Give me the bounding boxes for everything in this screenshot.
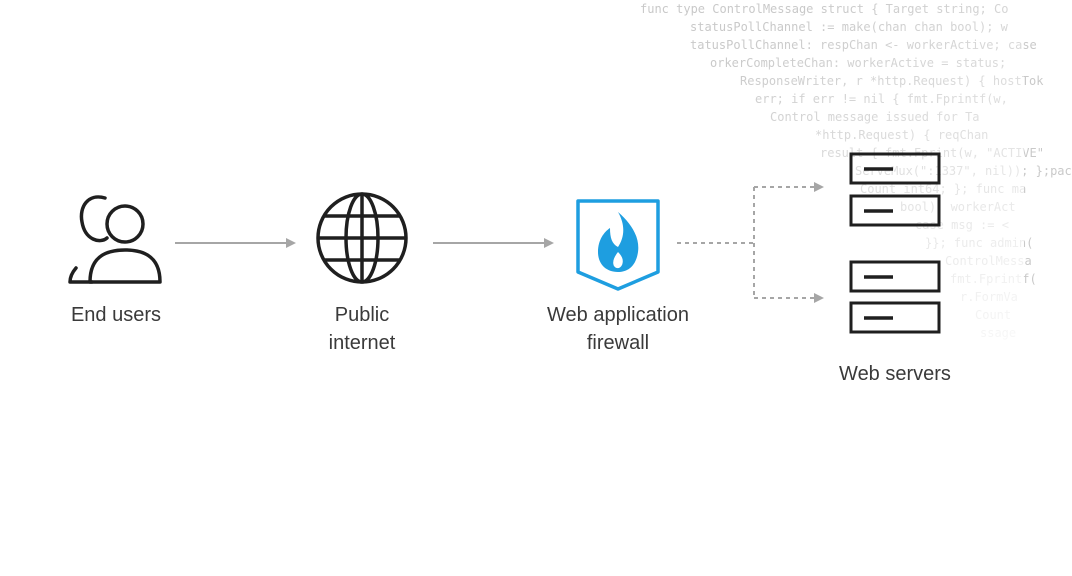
users-icon <box>68 195 162 284</box>
end-users-label: End users <box>70 304 162 326</box>
server-icon <box>849 260 941 334</box>
server-icon <box>849 152 941 227</box>
globe-icon <box>316 192 408 284</box>
firewall-shield-icon <box>576 199 660 291</box>
waf-label: Web application firewall <box>547 304 689 354</box>
web-servers-label: Web servers <box>839 363 951 385</box>
dashed-connector-waf-to-servers <box>677 182 824 303</box>
public-internet-label: Public internet <box>328 304 396 354</box>
architecture-diagram <box>68 152 941 334</box>
